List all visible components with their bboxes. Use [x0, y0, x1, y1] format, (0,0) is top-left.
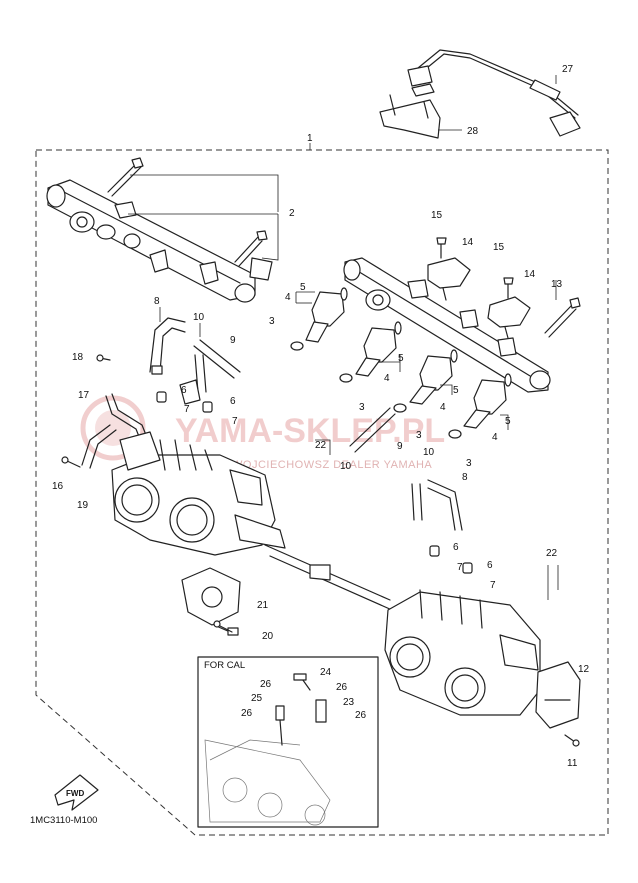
assembly-border: [35, 149, 609, 836]
sensor: [535, 661, 581, 729]
callout-5: 5: [398, 353, 404, 364]
pressure-regulator: [427, 237, 471, 301]
watermark: YAMA-SKLEP.PL WOJCIECHOWSZ DEALER YAMAHA: [80, 395, 445, 471]
callout-7: 7: [457, 562, 463, 573]
fuel-rail-right: [343, 257, 581, 393]
callout-3: 3: [466, 458, 472, 469]
throttle-body-left: [111, 379, 286, 556]
callout-6: 6: [181, 385, 187, 396]
callout-23: 23: [343, 697, 355, 708]
callout-4: 4: [492, 432, 498, 443]
injector: [393, 349, 458, 413]
callout-4: 4: [285, 292, 291, 303]
callout-26: 26: [336, 682, 348, 693]
callout-5: 5: [505, 416, 511, 427]
callout-22: 22: [315, 440, 327, 451]
callout-22: 22: [546, 548, 558, 559]
fuel-rail-left: [46, 157, 273, 303]
callout-10: 10: [193, 312, 205, 323]
callout-21: 21: [257, 600, 269, 611]
throttle-body-right: [384, 589, 541, 716]
callout-27: 27: [562, 64, 574, 75]
callout-1: 1: [307, 133, 313, 144]
callout-5: 5: [300, 282, 306, 293]
hose: [349, 407, 463, 531]
callout-10: 10: [423, 447, 435, 458]
callout-8: 8: [154, 296, 160, 307]
inset-label: FOR CAL: [204, 660, 245, 671]
cap: [156, 391, 473, 574]
diagram-code: 1MC3110-M100: [30, 815, 97, 826]
watermark-sub: WOJCIECHOWSZ DEALER YAMAHA: [232, 459, 432, 471]
hose: [149, 317, 186, 375]
callout-13: 13: [551, 279, 563, 290]
callout-9: 9: [230, 335, 236, 346]
callout-7: 7: [232, 416, 238, 427]
pressure-regulator: [487, 277, 531, 339]
callout-26: 26: [260, 679, 272, 690]
callout-16: 16: [52, 481, 64, 492]
throttle-shaft: [264, 544, 393, 611]
callout-8: 8: [462, 472, 468, 483]
callout-5: 5: [453, 385, 459, 396]
callout-26: 26: [241, 708, 253, 719]
callout-4: 4: [440, 402, 446, 413]
for-cal-inset: [197, 656, 379, 828]
callout-4: 4: [384, 373, 390, 384]
callout-14: 14: [524, 269, 536, 280]
callout-6: 6: [230, 396, 236, 407]
callout-7: 7: [490, 580, 496, 591]
callout-14: 14: [462, 237, 474, 248]
injector: [448, 373, 512, 439]
callout-19: 19: [77, 500, 89, 511]
watermark-main: YAMA-SKLEP.PL: [175, 412, 445, 450]
throttle-position-sensor: [181, 567, 241, 636]
callout-15: 15: [493, 242, 505, 253]
callout-10: 10: [340, 461, 352, 472]
callout-24: 24: [320, 667, 332, 678]
callout-3: 3: [359, 402, 365, 413]
callout-26: 26: [355, 710, 367, 721]
callout-3: 3: [269, 316, 275, 327]
callout-20: 20: [262, 631, 274, 642]
callout-3: 3: [416, 430, 422, 441]
wire-harness: [379, 49, 581, 139]
injector: [339, 321, 402, 383]
callout-6: 6: [453, 542, 459, 553]
callout-7: 7: [184, 404, 190, 415]
callout-6: 6: [487, 560, 493, 571]
fwd-label: FWD: [66, 789, 84, 798]
leader-lines: [128, 75, 559, 600]
callout-28: 28: [467, 126, 479, 137]
callout-25: 25: [251, 693, 263, 704]
screw: [61, 354, 580, 747]
callout-9: 9: [397, 441, 403, 452]
callout-18: 18: [72, 352, 84, 363]
callout-12: 12: [578, 664, 590, 675]
callout-2: 2: [289, 208, 295, 219]
fwd-arrow-icon: FWD: [54, 774, 99, 811]
callouts: 1 2 3 3 3 3 4 4 4 4 5 5 5 5 6 6 6 6 7 7 …: [52, 64, 590, 769]
callout-11: 11: [567, 758, 578, 769]
callout-15: 15: [431, 210, 443, 221]
callout-17: 17: [78, 390, 90, 401]
injector: [290, 287, 348, 351]
hose: [193, 339, 241, 393]
